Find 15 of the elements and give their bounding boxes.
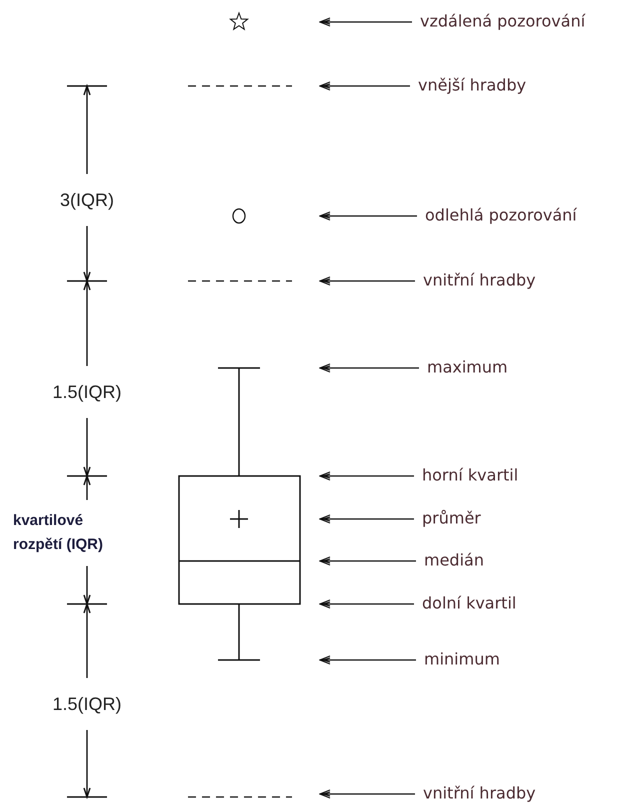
callout-label: minimum: [424, 650, 500, 669]
callout-label: horní kvartil: [422, 466, 518, 485]
callout-label: vnitřní hradby: [423, 270, 536, 290]
callout-label: maximum: [427, 358, 508, 377]
dimension-label: 3(IQR): [60, 190, 114, 210]
callout-label: vnitřní hradby: [423, 784, 536, 803]
callout-label: medián: [424, 550, 484, 570]
callout-label: vzdálená pozorování: [420, 12, 586, 31]
callout-label: odlehlá pozorování: [425, 206, 577, 225]
callout-label: dolní kvartil: [422, 594, 516, 613]
dimension-label: 1.5(IQR): [52, 382, 122, 402]
callout-label: průměr: [422, 508, 481, 528]
dimension-label: 1.5(IQR): [52, 694, 122, 714]
callout-label: vnější hradby: [418, 76, 526, 95]
dimension-label: kvartilové rozpětí (IQR): [13, 511, 104, 555]
